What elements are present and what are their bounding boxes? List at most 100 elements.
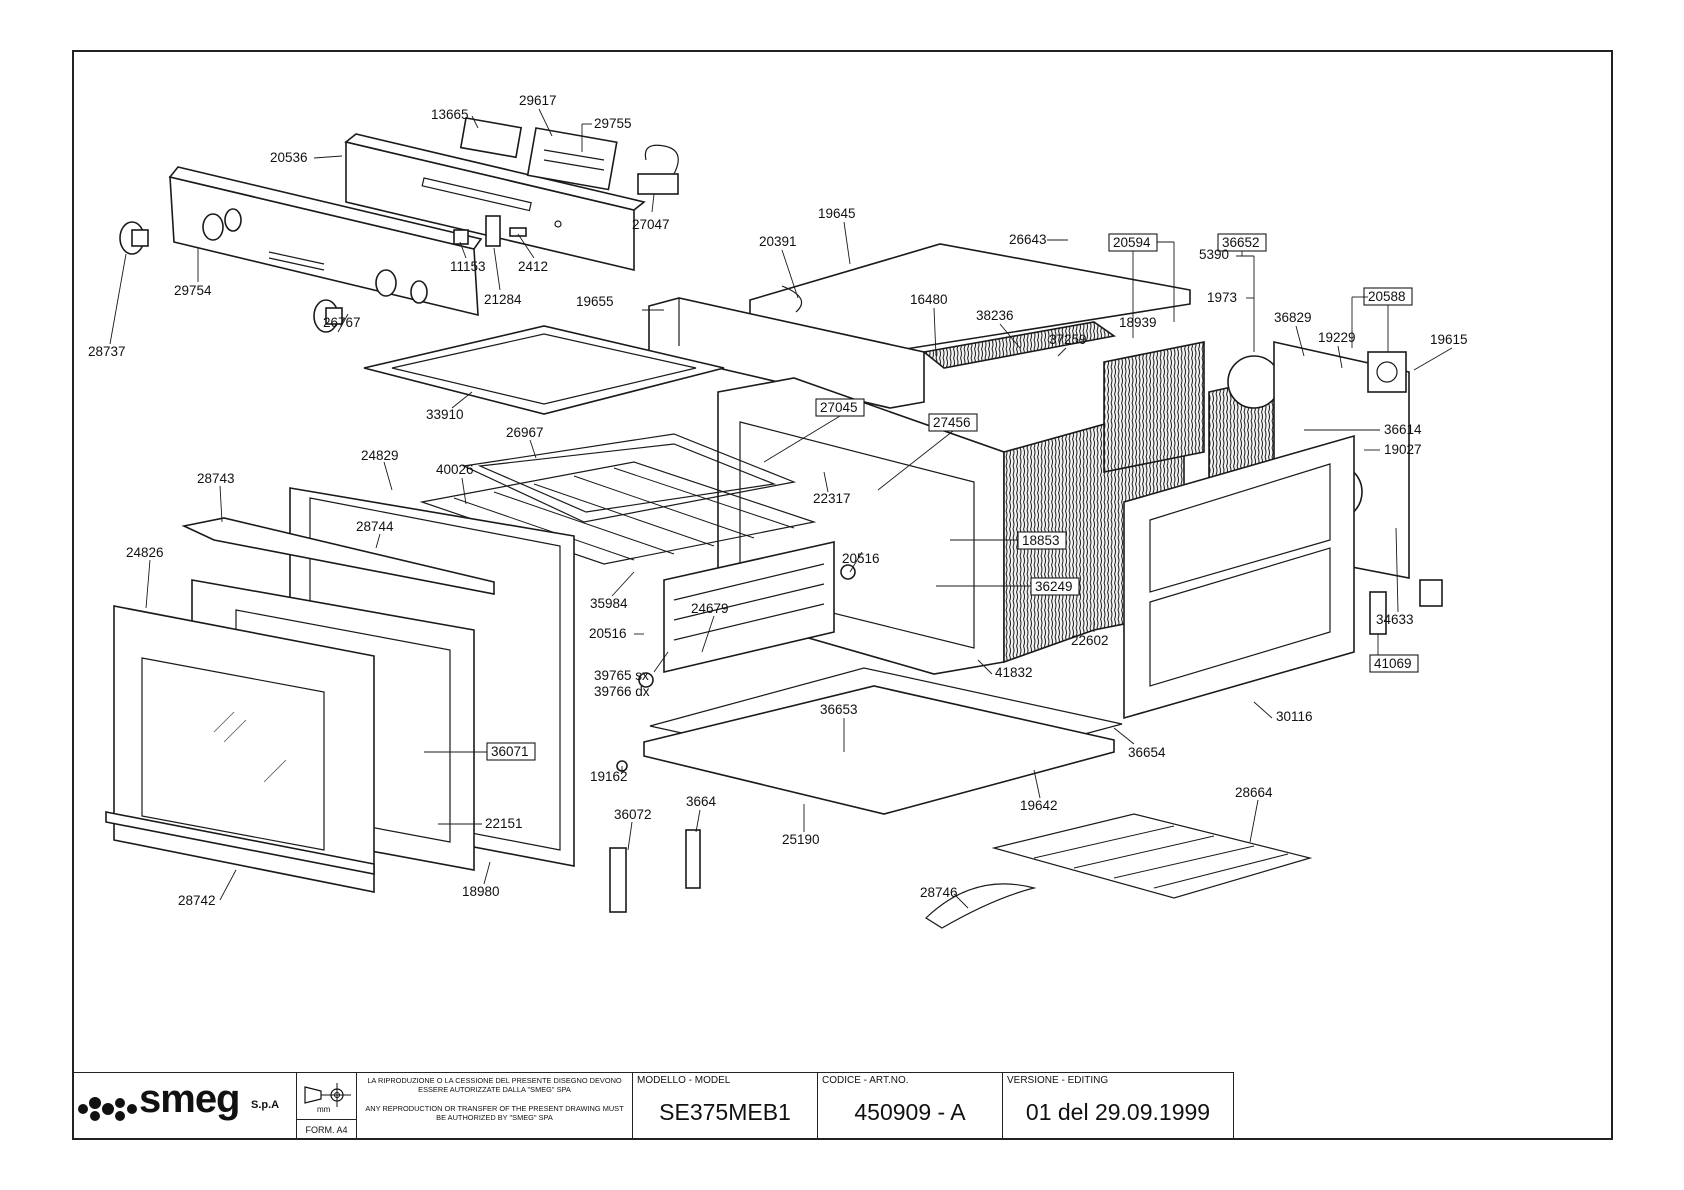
part-label: 26967 bbox=[506, 425, 544, 440]
control-panel-front bbox=[168, 166, 483, 317]
part-label: 20594 bbox=[1113, 235, 1151, 250]
part-label: 24679 bbox=[691, 601, 729, 616]
part-label: 26767 bbox=[323, 315, 361, 330]
part-label: 36071 bbox=[491, 744, 529, 759]
part-label: 16480 bbox=[910, 292, 948, 307]
part-label: 41069 bbox=[1374, 656, 1412, 671]
part-label: 19642 bbox=[1020, 798, 1058, 813]
part-label: 19655 bbox=[576, 294, 614, 309]
drawing-sheet: 13665 29617 29755 20536 27047 11153 2412… bbox=[72, 50, 1613, 1140]
part-label: 20391 bbox=[759, 234, 797, 249]
part-label: 28743 bbox=[197, 471, 235, 486]
part-label: 19162 bbox=[590, 769, 628, 784]
part-label: 2412 bbox=[518, 259, 548, 274]
part-label: 36072 bbox=[614, 807, 652, 822]
form-label: FORM. A4 bbox=[297, 1119, 356, 1140]
part-label: 13665 bbox=[431, 107, 469, 122]
part-label: 35984 bbox=[590, 596, 628, 611]
part-label: 11153 bbox=[450, 259, 486, 274]
wire-rack bbox=[991, 813, 1313, 899]
part-label: 25190 bbox=[782, 832, 820, 847]
part-label: 22602 bbox=[1071, 633, 1109, 648]
version-heading: VERSIONE - EDITING bbox=[1007, 1075, 1109, 1086]
door-bottom-profile bbox=[105, 811, 375, 875]
part-label: 36652 bbox=[1222, 235, 1260, 250]
part-label: 29755 bbox=[594, 116, 632, 131]
bracket-21284 bbox=[485, 215, 501, 247]
part-label: 20516 bbox=[589, 626, 627, 641]
top-insulation bbox=[922, 321, 1117, 369]
part-label: 28744 bbox=[356, 519, 394, 534]
notice-english: ANY REPRODUCTION OR TRANSFER OF THE PRES… bbox=[365, 1104, 624, 1122]
part-label: 20588 bbox=[1368, 289, 1406, 304]
side-runners bbox=[663, 541, 835, 674]
rack-handle bbox=[925, 883, 1035, 929]
part-label: 28664 bbox=[1235, 785, 1273, 800]
part-label: 26643 bbox=[1009, 232, 1047, 247]
title-block: smeg S.p.A mm FORM. A4 LA RIPRODUZIONE O… bbox=[72, 1072, 1234, 1140]
copyright-notice-cell: LA RIPRODUZIONE O LA CESSIONE DEL PRESEN… bbox=[357, 1072, 633, 1140]
oven-base bbox=[643, 685, 1115, 815]
control-bracket bbox=[344, 133, 646, 272]
brand-suffix: S.p.A bbox=[251, 1099, 280, 1111]
rear-insulation bbox=[1103, 341, 1300, 493]
part-label: 21284 bbox=[484, 292, 522, 307]
leader-lines bbox=[109, 108, 1453, 909]
part-label: 36829 bbox=[1274, 310, 1312, 325]
part-label: 39766 dx bbox=[594, 684, 650, 699]
part-label: 36654 bbox=[1128, 745, 1166, 760]
knob-26767 bbox=[313, 299, 343, 333]
projection-symbol-cell: mm FORM. A4 bbox=[297, 1072, 357, 1140]
brand-name: smeg bbox=[139, 1077, 240, 1121]
part-label: 36614 bbox=[1384, 422, 1422, 437]
model-value: SE375MEB1 bbox=[659, 1099, 791, 1125]
part-label: 37259 bbox=[1049, 332, 1087, 347]
programmer-module bbox=[459, 117, 618, 191]
thermostat bbox=[637, 144, 679, 195]
part-label: 27045 bbox=[820, 400, 858, 415]
part-label: 19229 bbox=[1318, 330, 1356, 345]
part-label: 36653 bbox=[820, 702, 858, 717]
part-label: 3664 bbox=[686, 794, 717, 809]
enamelled-tray bbox=[363, 325, 725, 415]
brand-dots-icon bbox=[78, 1097, 137, 1121]
model-heading: MODELLO - MODEL bbox=[637, 1075, 731, 1086]
part-label: 34633 bbox=[1376, 612, 1414, 627]
part-label: 28737 bbox=[88, 344, 126, 359]
projection-symbol-icon bbox=[304, 1083, 351, 1107]
part-label: 29617 bbox=[519, 93, 557, 108]
part-label: 22317 bbox=[813, 491, 851, 506]
part-label: 5390 bbox=[1199, 247, 1229, 262]
part-label: 18939 bbox=[1119, 315, 1157, 330]
exploded-view-drawing: 13665 29617 29755 20536 27047 11153 2412… bbox=[88, 93, 1468, 929]
part-label: 27456 bbox=[933, 415, 971, 430]
part-label: 41832 bbox=[995, 665, 1033, 680]
version-cell: VERSIONE - EDITING 01 del 29.09.1999 bbox=[1003, 1072, 1234, 1140]
switch-11153 bbox=[453, 229, 469, 245]
part-label: 19615 bbox=[1430, 332, 1468, 347]
lamp-20516-lower bbox=[638, 672, 654, 688]
part-label: 24829 bbox=[361, 448, 399, 463]
lamp-20516-upper bbox=[840, 564, 856, 580]
part-label: 28742 bbox=[178, 893, 216, 908]
part-label: 19645 bbox=[818, 206, 856, 221]
part-label: 36249 bbox=[1035, 579, 1073, 594]
version-value: 01 del 29.09.1999 bbox=[1025, 1099, 1211, 1125]
code-value: 450909 - A bbox=[854, 1099, 966, 1125]
side-panel bbox=[1123, 434, 1355, 720]
part-label: 30116 bbox=[1276, 709, 1313, 724]
door-handle bbox=[181, 517, 495, 595]
wire-shelf bbox=[419, 461, 817, 565]
article-code-cell: CODICE - ART.NO. 450909 - A bbox=[818, 1072, 1003, 1140]
part-label: 20536 bbox=[270, 150, 308, 165]
notice-italian: LA RIPRODUZIONE O LA CESSIONE DEL PRESEN… bbox=[367, 1076, 622, 1094]
brand-logo-cell: smeg S.p.A bbox=[72, 1072, 297, 1140]
part-label: 29754 bbox=[174, 283, 212, 298]
part-label: 40026 bbox=[436, 462, 474, 477]
part-label: 22151 bbox=[485, 816, 523, 831]
part-label: 38236 bbox=[976, 308, 1014, 323]
part-label: 39765 sx bbox=[594, 668, 649, 683]
part-label: 20516 bbox=[842, 551, 880, 566]
model-cell: MODELLO - MODEL SE375MEB1 bbox=[633, 1072, 818, 1140]
part-label: 27047 bbox=[632, 217, 670, 232]
